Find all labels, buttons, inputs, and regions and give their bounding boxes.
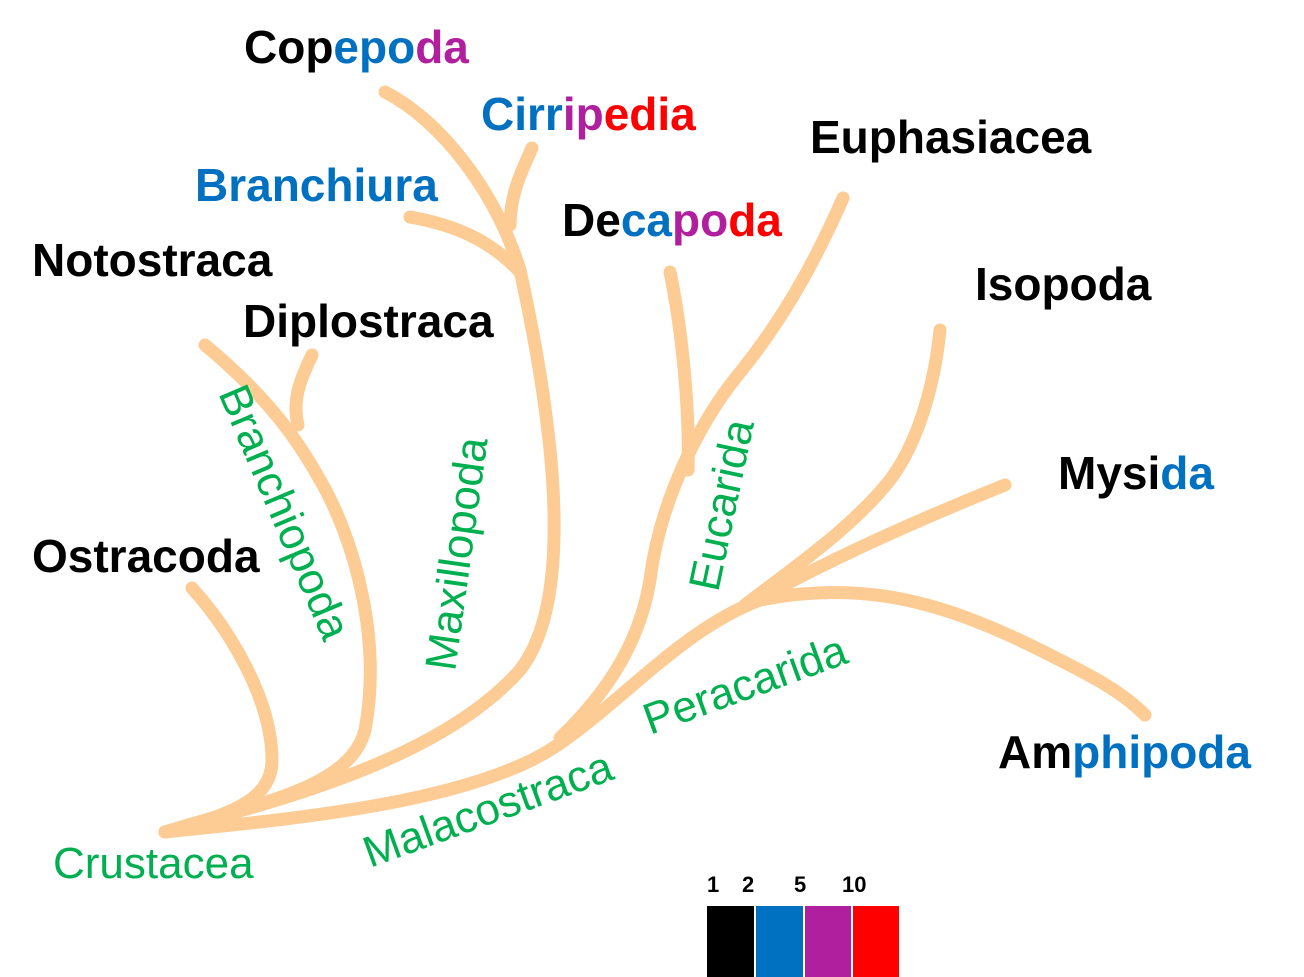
- legend-swatch: [756, 906, 803, 977]
- legend-tick-label: 1: [707, 872, 719, 897]
- branch-mysida: [768, 478, 1012, 597]
- taxon-label-decapoda: Decapoda: [562, 194, 782, 246]
- legend-swatch: [805, 906, 851, 977]
- taxon-label-segment: De: [562, 194, 621, 246]
- branch-ostracoda: [158, 581, 279, 839]
- clade-label-maxillopoda: Maxillopoda: [416, 434, 497, 674]
- taxon-label-ostracoda: Ostracoda: [32, 530, 260, 582]
- clade-label-crustacea: Crustacea: [53, 839, 254, 888]
- taxon-label-segment: Euphasiacea: [810, 111, 1092, 163]
- legend-swatch: [707, 906, 754, 977]
- branch-cirripedia: [503, 141, 539, 232]
- taxon-label-isopoda: Isopoda: [975, 258, 1152, 310]
- taxon-label-segment: Am: [998, 726, 1072, 778]
- taxon-label-segment: Diplostraca: [243, 295, 494, 347]
- branch-diplostraca: [289, 348, 319, 432]
- taxon-label-amphipoda: Amphipoda: [998, 726, 1251, 778]
- taxon-label-segment: po: [672, 194, 728, 246]
- taxon-label-branchiura: Branchiura: [195, 159, 438, 211]
- color-scale-legend: 1 2 5 10: [707, 872, 899, 977]
- taxon-label-segment: ip: [563, 88, 604, 140]
- clade-label-peracarida: Peracarida: [637, 625, 854, 744]
- taxon-label-euphasiacea: Euphasiacea: [810, 111, 1092, 163]
- legend-tick-label: 2: [742, 872, 754, 897]
- taxon-label-segment: Cop: [244, 21, 333, 73]
- branch-malacostraca-stem: [158, 585, 1152, 839]
- taxon-label-notostraca: Notostraca: [32, 234, 273, 286]
- taxon-label-mysida: Mysida: [1058, 447, 1214, 499]
- branch-decapoda: [663, 265, 695, 477]
- taxon-label-segment: Ostracoda: [32, 530, 260, 582]
- taxon-labels: Copepoda Cirripedia Branchiura Euphasiac…: [32, 21, 1251, 778]
- branch-isopoda: [738, 323, 947, 612]
- taxon-label-segment: da: [728, 194, 782, 246]
- taxon-label-segment: Branchiura: [195, 159, 438, 211]
- legend-tick-label: 5: [794, 872, 806, 897]
- taxon-label-segment: da: [415, 21, 469, 73]
- legend-swatch: [853, 906, 899, 977]
- taxon-label-segment: Isopoda: [975, 258, 1152, 310]
- taxon-label-segment: edia: [604, 88, 696, 140]
- taxon-label-segment: epo: [333, 21, 415, 73]
- clade-labels: Crustacea Malacostraca Peracarida Branch…: [53, 378, 854, 888]
- taxon-label-diplostraca: Diplostraca: [243, 295, 494, 347]
- tree-branches: [158, 85, 1152, 839]
- legend-tick-label: 10: [842, 872, 866, 897]
- branch-branchiura: [403, 210, 527, 279]
- taxon-label-segment: phipoda: [1072, 726, 1251, 778]
- taxon-label-segment: ca: [621, 194, 673, 246]
- branch-maxillopoda-stem: [158, 85, 561, 839]
- taxon-label-cirripedia: Cirripedia: [481, 88, 696, 140]
- taxon-label-segment: Cirr: [481, 88, 563, 140]
- taxon-label-segment: da: [1160, 447, 1214, 499]
- taxon-label-copepoda: Copepoda: [244, 21, 469, 73]
- taxon-label-segment: Notostraca: [32, 234, 273, 286]
- taxon-label-segment: Mysi: [1058, 447, 1160, 499]
